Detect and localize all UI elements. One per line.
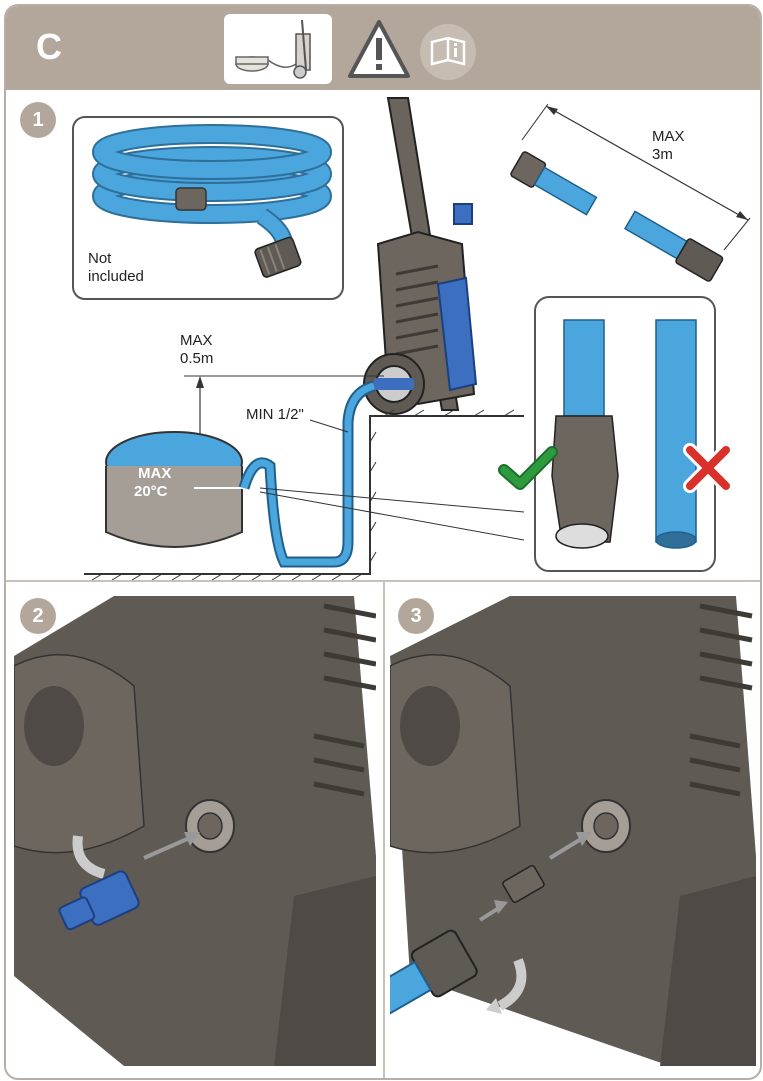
- cross-icon: [683, 443, 733, 493]
- step-1-badge: 1: [20, 102, 56, 138]
- step-3-badge: 3: [398, 598, 434, 634]
- max-length-line1: MAX: [652, 128, 685, 145]
- pressure-washer-thumbnail-icon: [224, 14, 332, 84]
- garden-hose-illustration: [72, 116, 344, 300]
- max-temp-line2: 20°C: [134, 483, 168, 500]
- section-letter: C: [36, 26, 62, 67]
- vertical-divider: [383, 582, 385, 1078]
- instruction-sheet: C: [4, 4, 762, 1080]
- section-header: C: [6, 6, 760, 90]
- horizontal-divider: [6, 580, 760, 582]
- read-manual-icon: [420, 24, 476, 80]
- max-length-line2: 3m: [652, 146, 673, 163]
- max-height-line1: MAX: [180, 332, 213, 349]
- hose-box-label-line1: Not: [88, 250, 112, 267]
- step-3-illustration: [390, 596, 756, 1066]
- max-height-line2: 0.5m: [180, 350, 214, 367]
- step-2-badge: 2: [20, 598, 56, 634]
- hose-box-label-line2: included: [88, 268, 144, 285]
- min-diameter-label: MIN 1/2": [246, 406, 304, 423]
- water-tank-illustration: [84, 375, 524, 580]
- hose-length-diagram: [510, 103, 751, 282]
- warning-triangle-icon: [346, 18, 412, 80]
- check-icon: [498, 446, 558, 490]
- pressure-washer-illustration: [363, 97, 478, 415]
- filter-comparison-box: [534, 296, 716, 572]
- step-2-illustration: [14, 596, 376, 1066]
- max-temp-line1: MAX: [138, 465, 172, 482]
